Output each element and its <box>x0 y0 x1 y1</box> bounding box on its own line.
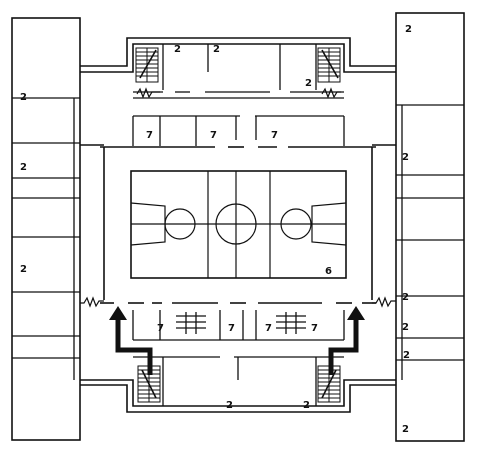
right-wing-partitions <box>396 104 464 380</box>
south-block-partitions <box>133 356 344 406</box>
room-label: 2 <box>226 400 233 411</box>
gym-corridor <box>80 144 396 304</box>
outer-walls <box>11 12 465 442</box>
gym-number-label: 6 <box>325 266 332 277</box>
room-label: 7 <box>157 323 164 334</box>
right-entrance-arrow <box>328 318 359 375</box>
room-label: 2 <box>402 292 409 303</box>
room-label: 2 <box>20 92 27 103</box>
room-label: 7 <box>271 130 278 141</box>
north-right-stairs <box>317 47 341 83</box>
room-label: 2 <box>20 264 27 275</box>
north-block-wall <box>80 37 396 67</box>
basketball-court <box>130 170 347 279</box>
room-label: 7 <box>146 130 153 141</box>
room-label: 2 <box>402 424 409 435</box>
room-label: 2 <box>213 44 220 55</box>
entrance-arrows <box>115 318 359 375</box>
room-label: 7 <box>265 323 272 334</box>
room-label: 2 <box>405 24 412 35</box>
north-door-zigzags <box>136 87 341 99</box>
room-label: 7 <box>228 323 235 334</box>
room-label: 2 <box>305 78 312 89</box>
side-door-zigzags <box>80 296 396 308</box>
room-label: 2 <box>403 350 410 361</box>
room-label: 2 <box>303 400 310 411</box>
right-wing <box>395 12 465 442</box>
left-entrance-arrow <box>115 318 153 375</box>
room-label: 7 <box>311 323 318 334</box>
south-block-wall <box>80 384 396 413</box>
room-labels: 2 2 2 2 2 2 2 2 2 2 2 2 2 2 7 7 7 7 7 7 … <box>20 24 412 435</box>
south-classrooms <box>132 310 345 341</box>
room-label: 2 <box>402 152 409 163</box>
north-block-partitions <box>133 44 344 99</box>
room-label: 7 <box>210 130 217 141</box>
north-left-stairs <box>135 47 159 83</box>
room-label: 2 <box>402 322 409 333</box>
north-block-inner <box>80 43 396 73</box>
south-block-inner <box>80 379 396 407</box>
room-label: 2 <box>20 162 27 173</box>
room-label: 2 <box>174 44 181 55</box>
left-wing-partitions <box>12 97 80 380</box>
arrow-heads <box>109 306 365 320</box>
left-wing <box>11 17 81 441</box>
north-classrooms <box>132 115 345 146</box>
